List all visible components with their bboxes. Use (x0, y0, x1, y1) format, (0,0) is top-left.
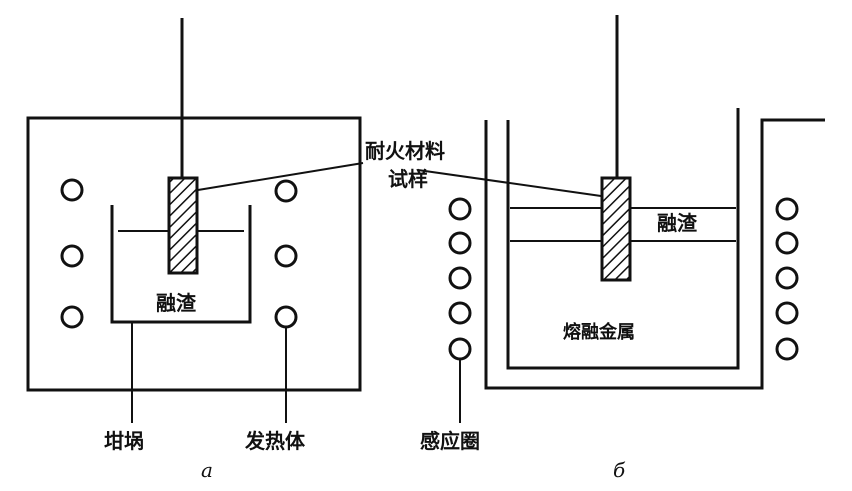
label-subfigure-b: б (613, 458, 626, 482)
induction-coil-circle (775, 266, 799, 290)
sample-leader-line-b (417, 169, 602, 197)
label-induction-coil: 感应圈 (420, 429, 480, 453)
heating-element-circle (60, 244, 84, 268)
heating-element-circle (60, 305, 84, 329)
label-refractory-sample-line1: 耐火材料 (365, 139, 445, 163)
heating-element-circle (60, 178, 84, 202)
induction-coil-circle (775, 337, 799, 361)
induction-coil-circle (775, 301, 799, 325)
melting-pot (506, 108, 740, 370)
induction-coil-circle (448, 301, 472, 325)
induction-coil-circle (448, 266, 472, 290)
furnace-outer-wall (484, 118, 825, 390)
induction-coil-circle (448, 337, 472, 361)
label-subfigure-a: a (201, 458, 213, 482)
refractory-sample-a (167, 176, 199, 275)
label-heating-element: 发热体 (244, 429, 306, 453)
heating-element-circle (274, 305, 298, 329)
induction-coil-circle (448, 197, 472, 221)
induction-coil-circle (775, 231, 799, 255)
furnace-body (26, 116, 362, 392)
label-slag-b: 融渣 (657, 211, 698, 235)
label-crucible: 坩埚 (104, 429, 144, 453)
label-slag-a: 融渣 (156, 291, 197, 315)
figure-a (26, 18, 364, 423)
crucible-outline (110, 205, 252, 324)
heating-element-circle (274, 244, 298, 268)
figure-b (417, 15, 825, 423)
induction-coil-circle (448, 231, 472, 255)
induction-coil-circle (775, 197, 799, 221)
refractory-sample-b (600, 176, 632, 282)
sample-leader-line-a (197, 162, 364, 191)
label-molten-metal: 熔融金属 (563, 321, 635, 343)
label-refractory-sample-line2: 试样 (388, 167, 428, 191)
heating-element-circle (274, 179, 298, 203)
